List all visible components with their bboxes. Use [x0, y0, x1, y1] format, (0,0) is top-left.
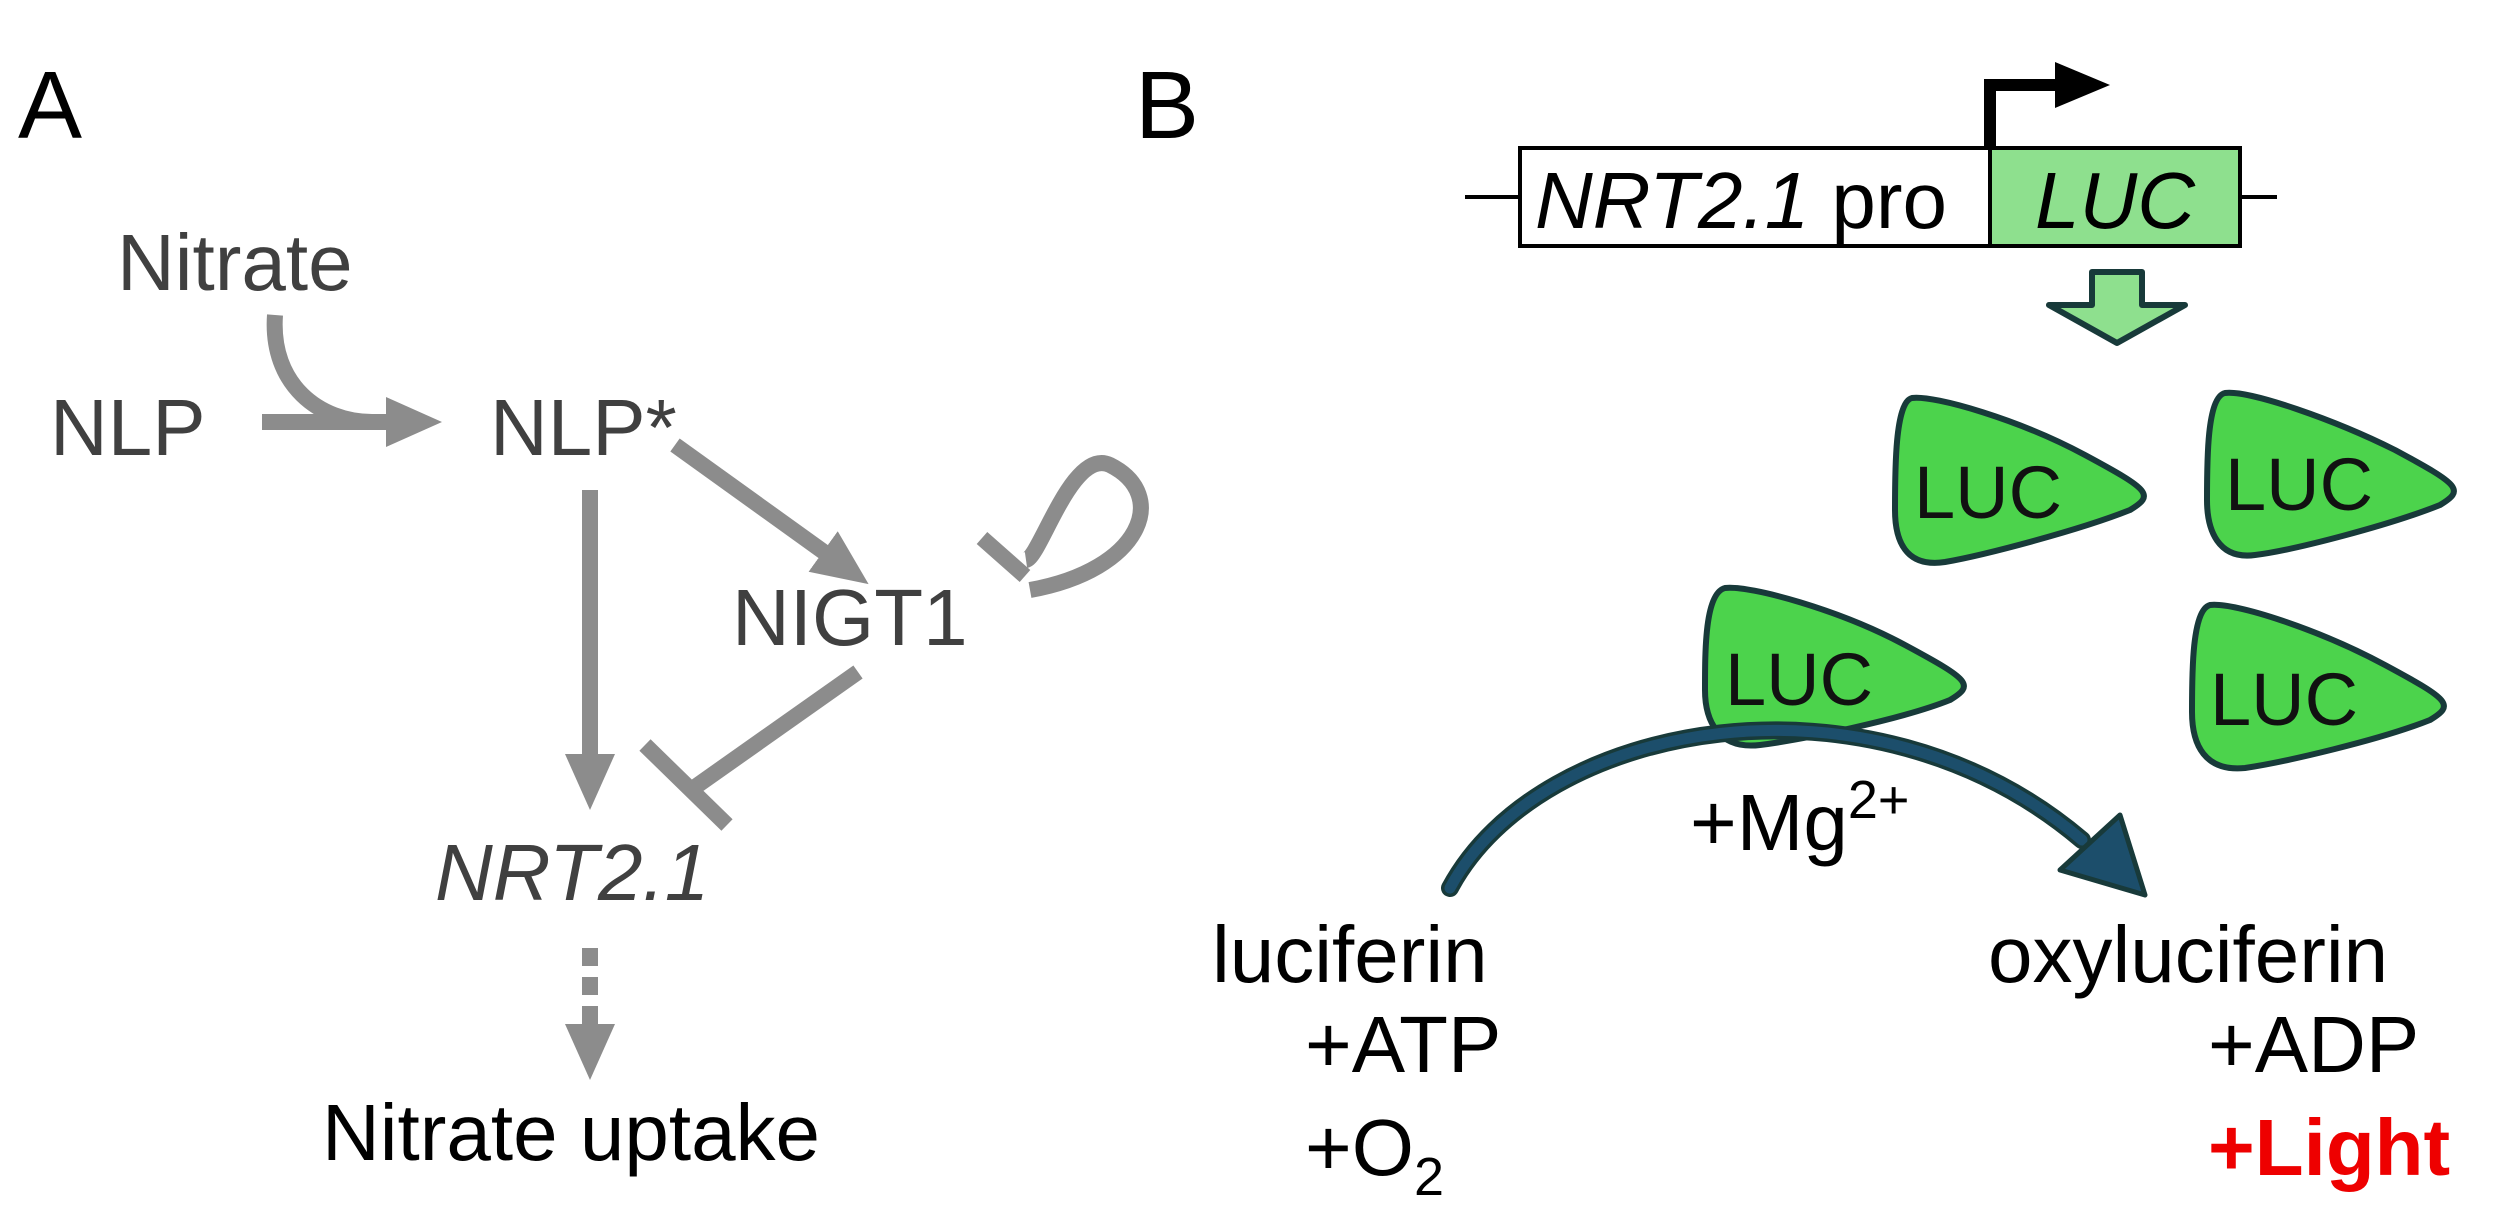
product-light: +Light: [2208, 1103, 2450, 1192]
promoter-gene-name: NRT2.1: [1535, 156, 1809, 245]
promoter-box: [1518, 146, 1992, 248]
luc-protein-3: LUC: [1701, 584, 1967, 749]
luc-protein-label: LUC: [1725, 638, 1873, 721]
reporter-gene-label: LUC: [2035, 156, 2196, 245]
transcription-start-arrow: [1984, 79, 2060, 148]
self-inhibition-bar: [976, 532, 1031, 582]
luc-protein-shape: [1891, 394, 2147, 566]
panel-a: A Nitrate NLP NLP* NIGT1 NRT2.1 Nitrate …: [18, 52, 1149, 1177]
panel-a-label: A: [18, 52, 82, 159]
node-nlp-active: NLP*: [490, 383, 677, 472]
luc-protein-shape: [2203, 389, 2457, 559]
substrate-o2: +O2: [1305, 1103, 1444, 1207]
cofactor-label: +Mg2+: [1690, 770, 1909, 867]
luc-protein-label: LUC: [2210, 658, 2358, 741]
luc-protein-shape: [1701, 584, 1967, 749]
o2-prefix: +O: [1305, 1103, 1414, 1192]
transcription-start-arrowhead: [2055, 62, 2110, 108]
node-nigt1: NIGT1: [732, 573, 968, 662]
substrate-atp: +ATP: [1305, 1000, 1501, 1089]
cofactor-superscript: 2+: [1848, 770, 1910, 830]
product-adp: +ADP: [2208, 1000, 2419, 1089]
expression-block-arrow: [2046, 269, 2188, 346]
luc-protein-1: LUC: [1891, 394, 2147, 566]
node-nitrate: Nitrate: [117, 218, 353, 307]
product-oxyluciferin: oxyluciferin: [1988, 910, 2388, 999]
arrow-nlp-active-to-nigt1: [670, 438, 869, 585]
node-nlp: NLP: [50, 383, 206, 472]
promoter-label: NRT2.1 pro: [1535, 156, 1947, 245]
luc-gene-box: [1988, 146, 2242, 248]
reaction-arrowhead: [2057, 812, 2148, 898]
promoter-suffix: pro: [1809, 156, 1947, 245]
cofactor-prefix: +Mg: [1690, 778, 1848, 867]
luc-protein-label: LUC: [1914, 451, 2062, 534]
inhibition-nigt1-to-nrt21: [683, 665, 863, 799]
node-nrt21: NRT2.1: [435, 828, 709, 917]
arrow-nitrate-input: [266, 314, 373, 430]
inhibition-bar-nrt21: [639, 739, 733, 831]
reporter-construct: NRT2.1 pro LUC: [1465, 62, 2277, 248]
node-nitrate-uptake: Nitrate uptake: [322, 1088, 820, 1177]
panel-b: B NRT2.1 pro LUC LUC LUC LUC: [1135, 52, 2457, 1207]
panel-b-label: B: [1135, 52, 1199, 159]
luc-protein-2: LUC: [2203, 389, 2457, 559]
self-inhibition-loop: [1021, 455, 1149, 598]
luc-protein-label: LUC: [2225, 443, 2373, 526]
substrate-luciferin: luciferin: [1212, 910, 1488, 999]
reaction-arrow: [1444, 724, 2088, 894]
o2-subscript: 2: [1414, 1147, 1444, 1207]
luc-protein-4: LUC: [2188, 601, 2447, 772]
luc-protein-shape: [2188, 601, 2447, 772]
